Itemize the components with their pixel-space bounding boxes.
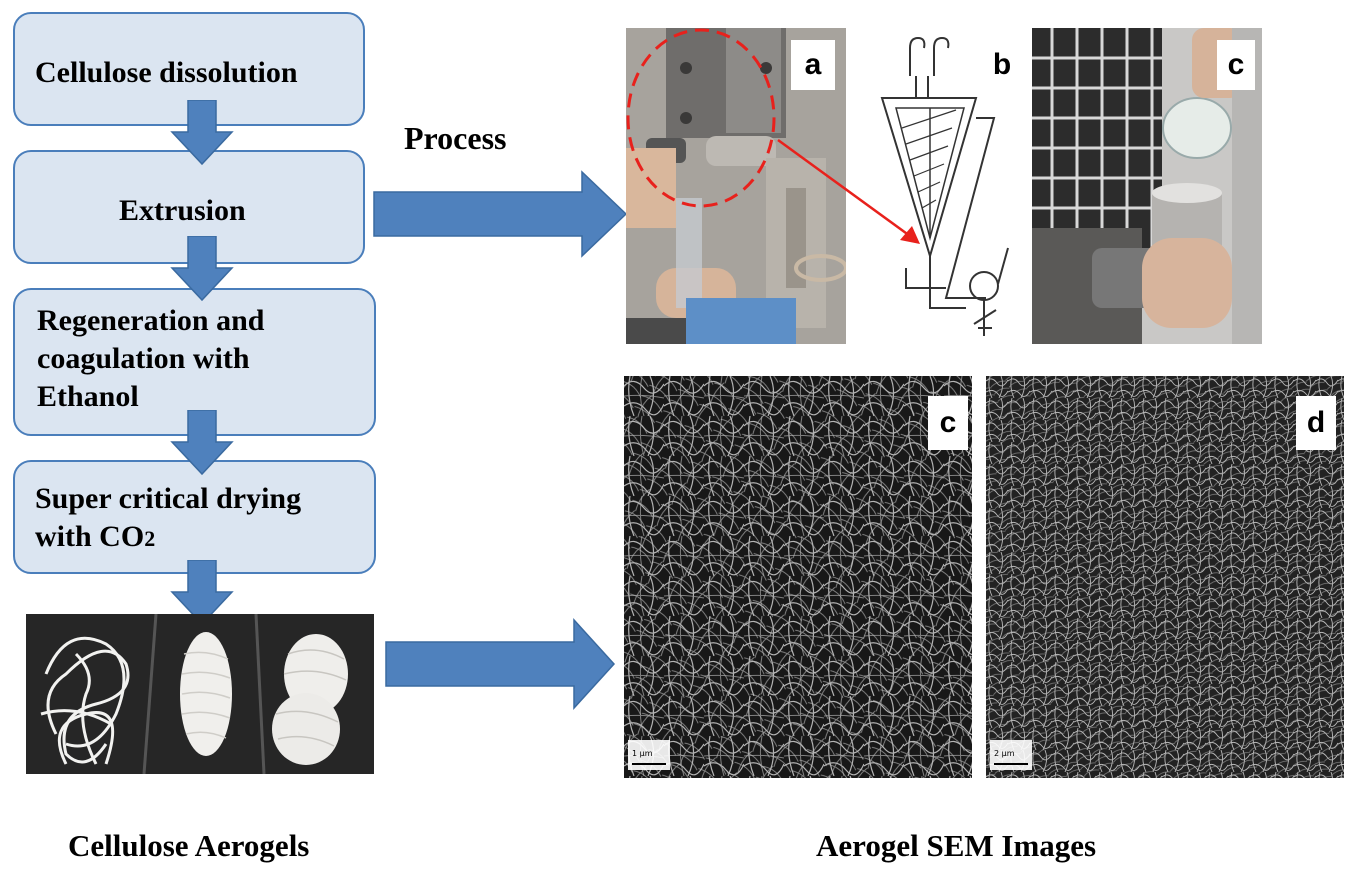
step-label-line: with CO2 bbox=[35, 520, 156, 553]
subscript: 2 bbox=[144, 526, 156, 551]
panel-label-c-top: c bbox=[1217, 40, 1255, 90]
step-label-line: Ethanol bbox=[37, 380, 139, 413]
scale-bar-label: 1 µm bbox=[632, 749, 653, 758]
sem-arrow-right bbox=[385, 618, 616, 710]
caption-cellulose-aerogels: Cellulose Aerogels bbox=[68, 828, 310, 863]
sem-image-c: 1 µm c bbox=[624, 376, 972, 778]
step-label-line: Regeneration and bbox=[37, 304, 265, 337]
extruder-schematic bbox=[846, 28, 1032, 344]
panel-label-d-sem: d bbox=[1296, 396, 1336, 450]
flow-arrow-down bbox=[170, 410, 234, 476]
caption-aerogel-sem-images: Aerogel SEM Images bbox=[816, 828, 1097, 863]
flow-arrow-down bbox=[170, 236, 234, 302]
flow-arrow-down bbox=[170, 560, 234, 626]
step-label: Cellulose dissolution bbox=[35, 56, 298, 89]
panel-label-a: a bbox=[791, 40, 835, 90]
panel-label-c-sem: c bbox=[928, 396, 968, 450]
step-label-line: Super critical drying bbox=[35, 482, 302, 515]
step-label: Extrusion bbox=[119, 194, 246, 227]
sem-image-d: 2 µm d bbox=[986, 376, 1344, 778]
process-label: Process bbox=[404, 120, 507, 156]
photo-extruder: a bbox=[626, 28, 846, 344]
photo-extrudate-collection: c bbox=[1032, 28, 1262, 344]
flow-arrow-down bbox=[170, 100, 234, 166]
step-supercritical-drying: Super critical drying with CO2 bbox=[13, 460, 376, 574]
scale-bar-label: 2 µm bbox=[994, 749, 1015, 758]
step-label-line: coagulation with bbox=[37, 342, 250, 375]
process-arrow-right bbox=[373, 170, 628, 258]
panel-label-b: b bbox=[992, 48, 1012, 81]
callout-arrow bbox=[777, 138, 920, 244]
photo-cellulose-aerogels bbox=[26, 614, 374, 774]
